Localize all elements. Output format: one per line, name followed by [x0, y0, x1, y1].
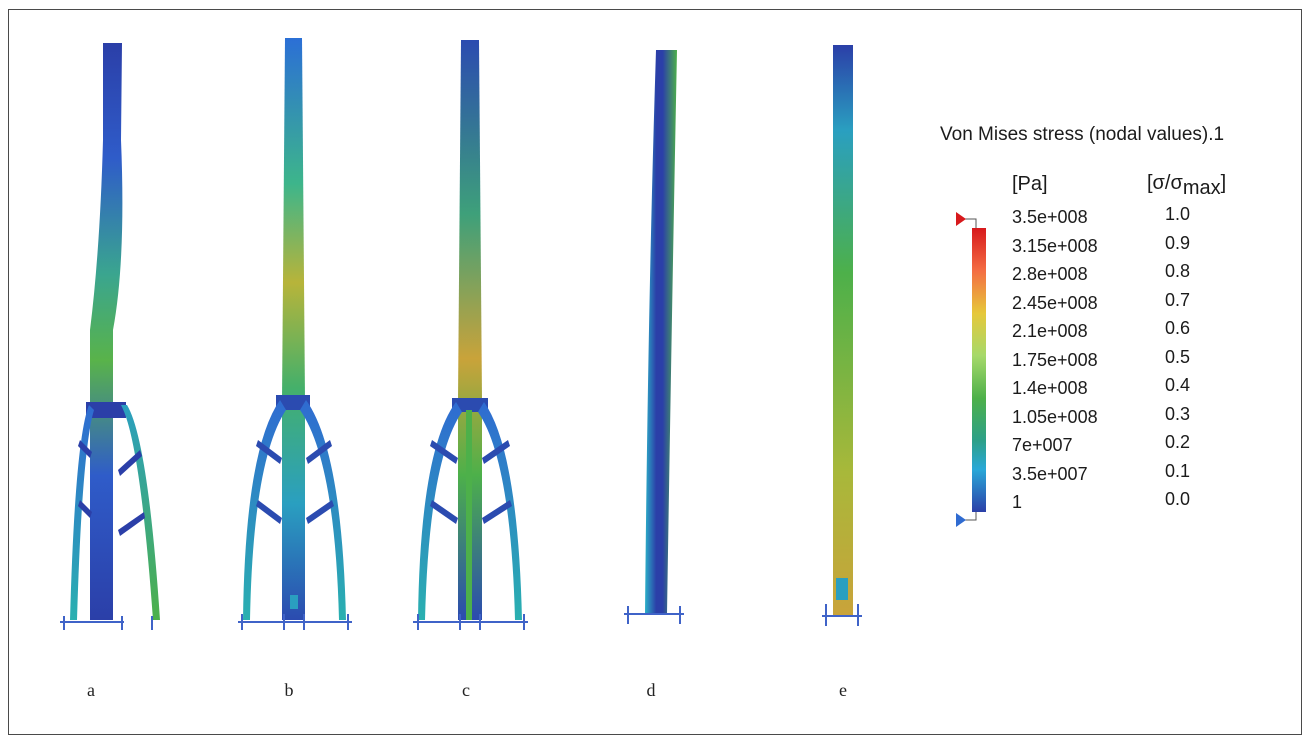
legend-ratio-value: 0.4 — [1165, 375, 1191, 395]
panel-label-d: d — [646, 680, 656, 700]
supports-a — [60, 616, 153, 630]
legend-pa-value: 3.15e+008 — [1012, 235, 1098, 256]
legend-pa-value: 2.45e+008 — [1012, 292, 1098, 313]
panel-label-a: a — [87, 680, 95, 700]
legend-ratio-value: 0.9 — [1165, 232, 1191, 253]
legend-ratio-value: 0.6 — [1165, 318, 1191, 338]
legend-ratio-value: 0.7 — [1165, 289, 1191, 310]
supports-d — [624, 606, 684, 624]
model-e — [833, 45, 853, 615]
panel-label-b: b — [284, 680, 294, 700]
legend-ratio-header: [σ/σmax] — [1147, 172, 1226, 200]
legend-pa-value: 1.05e+008 — [1012, 406, 1098, 427]
supports-b — [238, 614, 352, 630]
legend-title: Von Mises stress (nodal values).1 — [940, 124, 1225, 145]
legend-unit-header: [Pa] — [1012, 173, 1048, 195]
legend-color-bar — [956, 212, 986, 527]
model-b — [243, 38, 346, 620]
ratio-header-sub: max — [1182, 177, 1221, 199]
legend-ratio-value: 0.2 — [1165, 432, 1191, 452]
supports-c — [413, 614, 528, 630]
ratio-header-end: ] — [1220, 172, 1227, 194]
legend-pa-value: 2.1e+008 — [1012, 321, 1088, 341]
legend-ratio-value: 0.8 — [1165, 261, 1191, 281]
legend-pa-value: 3.5e+007 — [1012, 463, 1088, 484]
model-a — [70, 43, 160, 620]
legend-pa-value: 3.5e+008 — [1012, 207, 1088, 227]
legend-pa-value: 1.4e+008 — [1012, 378, 1088, 398]
panel-label-e: e — [839, 680, 847, 700]
legend-pa-value: 1 — [1012, 492, 1023, 512]
model-d — [645, 50, 677, 614]
legend-ratio-value: 0.0 — [1165, 489, 1191, 509]
supports-e — [822, 604, 862, 626]
legend-ratio-value: 0.1 — [1165, 460, 1191, 481]
legend-ratio-value: 0.5 — [1165, 346, 1191, 367]
legend-pa-value: 1.75e+008 — [1012, 349, 1098, 370]
legend-ratio-value: 1.0 — [1165, 204, 1191, 224]
model-c — [418, 40, 522, 620]
legend-pa-value: 7e+007 — [1012, 435, 1073, 455]
legend-ratio-value: 0.3 — [1165, 403, 1191, 424]
panel-label-c: c — [462, 680, 470, 700]
ratio-header-main: [σ/σ — [1147, 172, 1183, 194]
legend-pa-value: 2.8e+008 — [1012, 264, 1088, 284]
